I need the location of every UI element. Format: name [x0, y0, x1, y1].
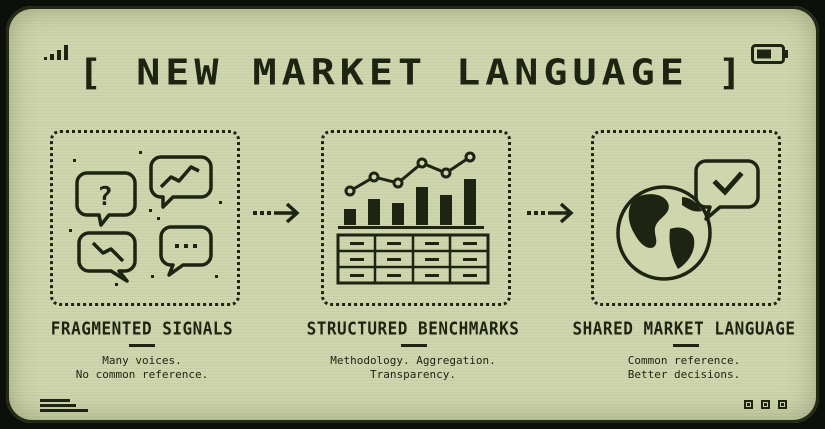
device-screen: [ NEW MARKET LANGUAGE ] ?	[6, 6, 819, 423]
globe-check-icon	[616, 159, 760, 281]
step-description-line: No common reference.	[75, 368, 209, 381]
step-description-line: Many voices.	[102, 354, 182, 367]
fragmented-signals-panel: ?	[50, 130, 240, 306]
structured-benchmarks-panel	[321, 130, 511, 306]
signal-bars-icon	[44, 44, 70, 60]
shared-market-language-panel	[591, 130, 781, 306]
step-label: STRUCTURED BENCHMARKS	[306, 318, 520, 339]
step-description-line: Transparency.	[369, 368, 457, 381]
svg-text:?: ?	[97, 182, 113, 212]
menu-lines-icon[interactable]	[40, 399, 90, 413]
step-description: Methodology. Aggregation. Transparency.	[278, 354, 548, 382]
flow-arrow-icon	[527, 202, 575, 224]
page-title: [ NEW MARKET LANGUAGE ]	[78, 52, 747, 94]
step-description: Common reference. Better decisions.	[549, 354, 819, 382]
flow-arrow-icon	[253, 202, 301, 224]
step-description-line: Methodology. Aggregation.	[330, 354, 496, 367]
divider	[401, 344, 427, 347]
divider	[129, 344, 155, 347]
battery-icon	[751, 44, 789, 64]
speech-bubbles-icon: ?	[69, 151, 222, 286]
more-dots-icon[interactable]	[744, 400, 788, 410]
divider	[673, 344, 699, 347]
step-label: SHARED MARKET LANGUAGE	[572, 318, 796, 339]
step-description-line: Common reference.	[627, 354, 741, 367]
bar-chart-table-icon	[336, 151, 490, 285]
step-description: Many voices. No common reference.	[7, 354, 277, 382]
step-label: FRAGMENTED SIGNALS	[50, 318, 234, 339]
step-description-line: Better decisions.	[627, 368, 741, 381]
